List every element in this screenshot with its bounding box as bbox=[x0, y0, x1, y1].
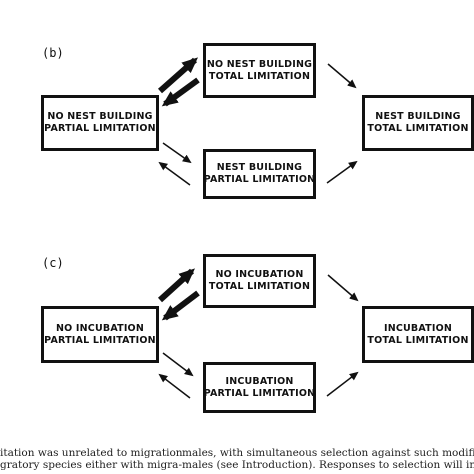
caption-right-line2: males (see Introduction). Responses to s… bbox=[182, 459, 474, 471]
panel-label-b: (b) bbox=[42, 46, 64, 60]
arrow-c-bottom-to-right bbox=[326, 371, 359, 397]
box-b-top-line1: NO NEST BUILDING bbox=[206, 58, 313, 70]
box-b-left: NO NEST BUILDING PARTIAL LIMITATION bbox=[41, 95, 159, 151]
arrow-c-left-to-top bbox=[157, 268, 195, 303]
box-b-right-line2: TOTAL LIMITATION bbox=[367, 123, 469, 134]
box-c-left-line1: NO INCUBATION bbox=[55, 322, 144, 334]
box-c-bottom-line2: PARTIAL LIMITATION bbox=[203, 387, 316, 399]
arrow-c-top-to-right bbox=[327, 274, 359, 302]
arrow-b-bottom-to-right bbox=[326, 160, 358, 184]
arrow-b-top-to-left bbox=[161, 77, 200, 107]
box-c-right-line2: TOTAL LIMITATION bbox=[367, 334, 469, 346]
arrow-c-top-to-left bbox=[161, 290, 200, 321]
caption-left-line1: itation was unrelated to migration bbox=[0, 447, 183, 459]
box-b-top: NO NEST BUILDING TOTAL LIMITATION bbox=[203, 43, 316, 98]
box-c-top-line1: NO INCUBATION bbox=[215, 269, 304, 280]
arrow-b-bottom-to-left bbox=[158, 161, 191, 186]
arrow-c-left-to-bottom bbox=[162, 352, 194, 377]
box-b-left-line1: NO NEST BUILDING bbox=[47, 111, 153, 122]
caption-right: males, with simultaneous selection again… bbox=[182, 447, 474, 471]
box-c-right: INCUBATION TOTAL LIMITATION bbox=[362, 306, 474, 363]
box-c-top: NO INCUBATION TOTAL LIMITATION bbox=[203, 254, 316, 308]
caption-left-line2: gratory species either with migra- bbox=[0, 459, 182, 471]
caption-left: itation was unrelated to migration grato… bbox=[0, 447, 222, 471]
caption-right-line1: males, with simultaneous selection again… bbox=[182, 447, 474, 459]
box-c-left: NO INCUBATION PARTIAL LIMITATION bbox=[41, 306, 159, 363]
box-b-left-line2: PARTIAL LIMITATION bbox=[44, 123, 156, 134]
box-b-right-line1: NEST BUILDING bbox=[375, 111, 461, 122]
box-b-top-line2: TOTAL LIMITATION bbox=[208, 70, 311, 82]
arrow-b-top-to-right bbox=[327, 63, 357, 89]
arrow-b-left-to-top bbox=[158, 57, 198, 94]
panel-label-c: (c) bbox=[42, 256, 64, 270]
box-c-bottom: INCUBATION PARTIAL LIMITATION bbox=[203, 362, 316, 413]
box-b-bottom: NEST BUILDING PARTIAL LIMITATION bbox=[203, 149, 316, 199]
box-c-right-line1: INCUBATION bbox=[383, 322, 453, 334]
box-c-bottom-line1: INCUBATION bbox=[225, 375, 294, 387]
box-b-bottom-line2: PARTIAL LIMITATION bbox=[203, 174, 316, 185]
box-b-bottom-line1: NEST BUILDING bbox=[216, 162, 303, 173]
arrow-b-left-to-bottom bbox=[162, 142, 192, 164]
box-b-right: NEST BUILDING TOTAL LIMITATION bbox=[362, 95, 474, 151]
arrow-c-bottom-to-left bbox=[158, 373, 191, 399]
box-c-left-line2: PARTIAL LIMITATION bbox=[44, 334, 156, 346]
box-c-top-line2: TOTAL LIMITATION bbox=[208, 281, 311, 292]
